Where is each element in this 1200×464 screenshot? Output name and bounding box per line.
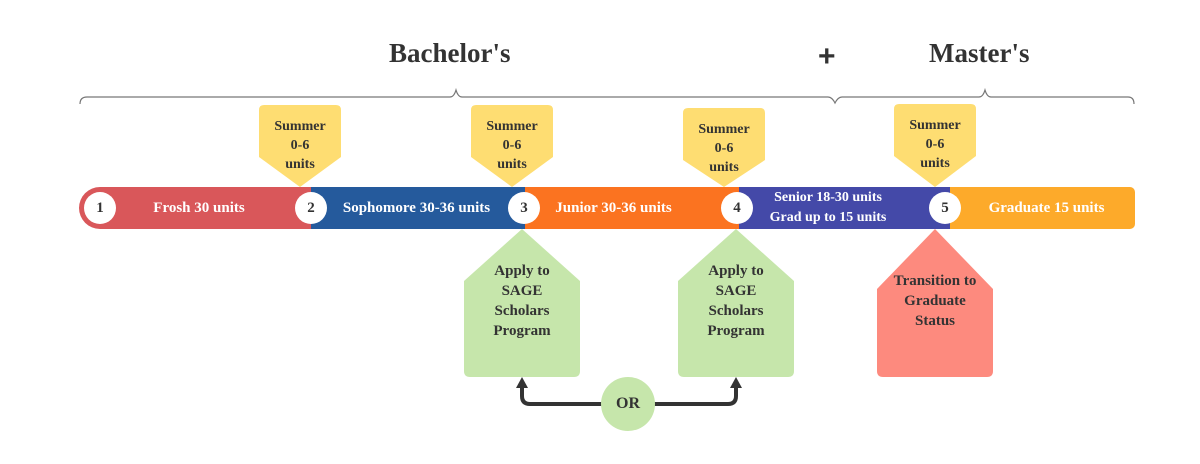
segment-junior: Junior 30-36 units (504, 187, 739, 229)
segment-senior-label-line2: Grad up to 15 units (769, 210, 887, 225)
summer-callout-line: 0-6 (925, 137, 945, 152)
sage-box-line: Scholars (494, 303, 550, 319)
summer-callout-line: units (285, 157, 315, 172)
transition-box-line: Graduate (904, 293, 966, 309)
summer-callout-2: Summer 0-6 units (471, 105, 553, 187)
summer-callout-line: 0-6 (502, 138, 522, 153)
sage-box-line: Apply to (708, 263, 764, 279)
transition-box: Transition to Graduate Status (877, 229, 993, 377)
summer-callout-line: Summer (698, 122, 750, 137)
sage-box-line: Program (707, 323, 765, 339)
sage-box-line: SAGE (715, 283, 757, 299)
summer-callout-line: Summer (274, 119, 326, 134)
arrow-up-right-icon (730, 377, 742, 388)
segment-sophomore: Sophomore 30-36 units (290, 187, 525, 229)
summer-callout-line: 0-6 (714, 141, 734, 156)
stage-number-4: 4 (721, 192, 753, 224)
summer-callout-line: units (497, 157, 527, 172)
transition-box-line: Status (914, 313, 955, 329)
or-label: OR (601, 377, 655, 431)
sage-box-line: SAGE (501, 283, 543, 299)
segment-graduate: Graduate 15 units (930, 187, 1135, 229)
bachelors-heading: Bachelor's (389, 38, 511, 68)
summer-callout-line: units (920, 156, 950, 171)
summer-callout-3: Summer 0-6 units (683, 108, 765, 187)
summer-callout-line: Summer (909, 118, 961, 133)
summer-callout-line: Summer (486, 119, 538, 134)
sage-box-line: Program (493, 323, 551, 339)
sage-box-line: Apply to (494, 263, 550, 279)
summer-callout-1: Summer 0-6 units (259, 105, 341, 187)
segment-sophomore-label: Sophomore 30-36 units (342, 199, 491, 216)
sage-box-1: Apply to SAGE Scholars Program (464, 229, 580, 377)
plus-sign: + (818, 40, 836, 73)
transition-box-line: Transition to (893, 273, 977, 289)
segment-senior-label-line1: Senior 18-30 units (774, 190, 882, 205)
summer-callout-4: Summer 0-6 units (894, 104, 976, 187)
segment-graduate-label: Graduate 15 units (988, 199, 1105, 216)
summer-callout-line: units (709, 160, 739, 175)
stage-number-1: 1 (84, 192, 116, 224)
segment-junior-label: Junior 30-36 units (555, 199, 672, 216)
sage-box-line: Scholars (708, 303, 764, 319)
arrow-up-left-icon (516, 377, 528, 388)
stage-number-5: 5 (929, 192, 961, 224)
segment-senior: Senior 18-30 units Grad up to 15 units (718, 187, 950, 229)
summer-callout-line: 0-6 (290, 138, 310, 153)
stage-number-3: 3 (508, 192, 540, 224)
stage-number-2: 2 (295, 192, 327, 224)
masters-heading: Master's (929, 38, 1030, 68)
segment-frosh: Frosh 30 units (79, 187, 311, 229)
segment-frosh-label: Frosh 30 units (153, 199, 245, 216)
sage-box-2: Apply to SAGE Scholars Program (678, 229, 794, 377)
